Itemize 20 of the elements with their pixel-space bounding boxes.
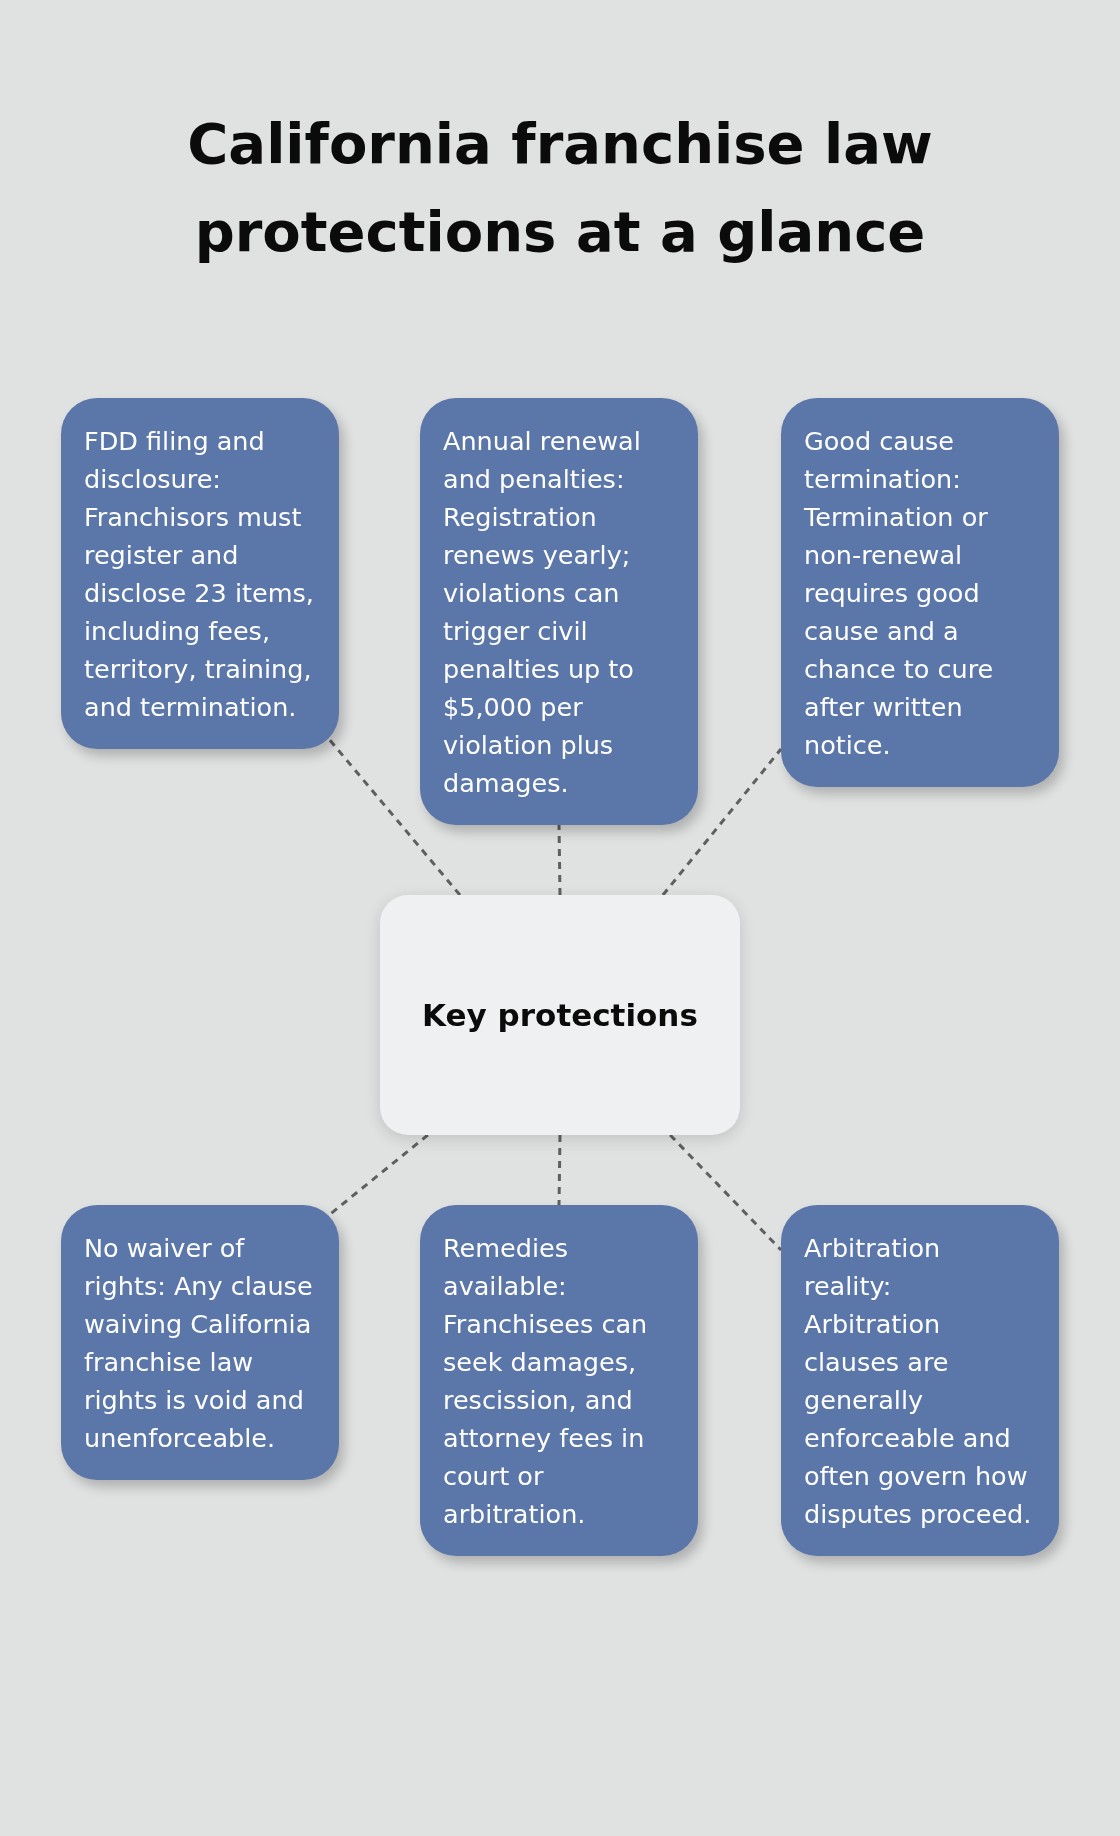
- card-text: FDD filing and disclosure: Franchisors must register and disclose 23 items, including fees, territory, training, and termination.: [84, 425, 315, 724]
- protection-card: [420, 398, 698, 825]
- card-text: Good cause termination: Termination or non-renewal requires good cause and a chance to cure after written notice.: [804, 425, 995, 762]
- protection-card: [420, 1205, 698, 1556]
- hub-box: [380, 895, 740, 1135]
- hub-label: Key protections: [422, 997, 698, 1033]
- dashed-connector: [557, 1134, 562, 1206]
- protection-card: [61, 1205, 339, 1480]
- card-text: Arbitration reality: Arbitration clauses are generally enforceable and often govern how disputes proceed.: [804, 1232, 1033, 1531]
- dashed-connector: [327, 737, 462, 896]
- card-text: Remedies available: Franchisees can seek damages, rescission, and attorney fees in court or arbitration.: [443, 1232, 649, 1531]
- protection-card: [781, 398, 1059, 787]
- card-text: No waiver of rights: Any clause waiving California franchise law rights is void and unenforceable.: [84, 1232, 314, 1455]
- protection-card: [61, 398, 339, 749]
- dashed-connector: [557, 824, 562, 896]
- protection-card: [781, 1205, 1059, 1556]
- card-text: Annual renewal and penalties: Registration renews yearly; violations can trigger civil penalties up to $5,000 per violation plus damages.: [443, 425, 642, 800]
- diagram-title: California franchise law protections at a glance: [186, 110, 934, 266]
- dashed-connector: [669, 1133, 783, 1252]
- dashed-connector: [661, 748, 783, 896]
